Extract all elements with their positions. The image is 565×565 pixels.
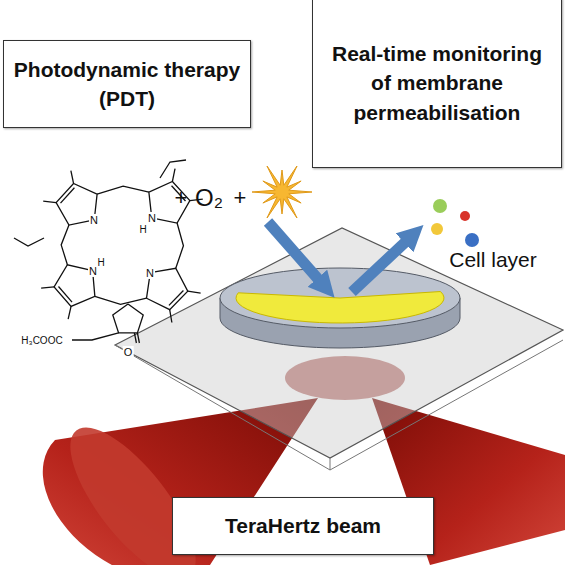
atom-label: N	[145, 267, 155, 279]
atom-label: H	[96, 257, 105, 268]
text-box: Photodynamic therapy (PDT)	[3, 40, 251, 128]
prism	[115, 228, 563, 458]
carbonyl	[137, 333, 139, 343]
atom-label: H₃COOC	[20, 335, 63, 346]
substituent	[68, 306, 71, 319]
methine-bridge	[176, 223, 184, 268]
text-box: TeraHertz beam	[172, 497, 434, 555]
box-label: Photodynamic therapy (PDT)	[4, 55, 250, 114]
substituent	[170, 310, 172, 323]
atom-label: N	[147, 212, 157, 224]
substituent	[41, 287, 54, 288]
substituent	[43, 201, 56, 202]
released-molecule	[433, 199, 447, 213]
ethyl-group	[14, 238, 44, 246]
double-bond	[58, 287, 72, 303]
dish-top	[220, 268, 460, 328]
released-molecule	[460, 211, 470, 221]
cell-layer	[236, 292, 444, 323]
released-molecule	[431, 223, 443, 235]
double-bond	[61, 188, 75, 203]
callout-label: Cell layer	[449, 248, 537, 271]
equation-term: +	[234, 186, 247, 210]
substituent	[71, 171, 74, 184]
release-arrow	[352, 234, 414, 292]
equation-term: +	[175, 186, 188, 210]
methine-bridge	[61, 225, 69, 265]
prism-edge	[115, 340, 563, 470]
atom-label: O	[123, 346, 134, 358]
ester-bond	[72, 333, 119, 340]
released-molecule	[465, 233, 479, 247]
double-bond	[169, 291, 183, 306]
prism-edge	[330, 458, 331, 470]
text-box: Real-time monitoring of membrane permeab…	[312, 0, 562, 168]
substituent	[172, 169, 175, 182]
box-label: Real-time monitoring of membrane permeab…	[313, 39, 561, 127]
atom-label: N	[89, 214, 99, 226]
photosensitiser-molecule	[14, 160, 203, 343]
methine-bridge	[97, 186, 149, 194]
equation-term: O₂	[195, 185, 223, 211]
substituent	[188, 291, 201, 293]
vinyl-group	[160, 160, 186, 178]
box-label: TeraHertz beam	[217, 511, 389, 540]
carbonyl	[134, 333, 136, 343]
light-star	[252, 166, 312, 218]
methine-bridge	[95, 296, 147, 304]
cyclopentanone-ring	[113, 304, 143, 333]
light-arrow	[268, 222, 326, 288]
atom-label: H	[138, 224, 147, 235]
